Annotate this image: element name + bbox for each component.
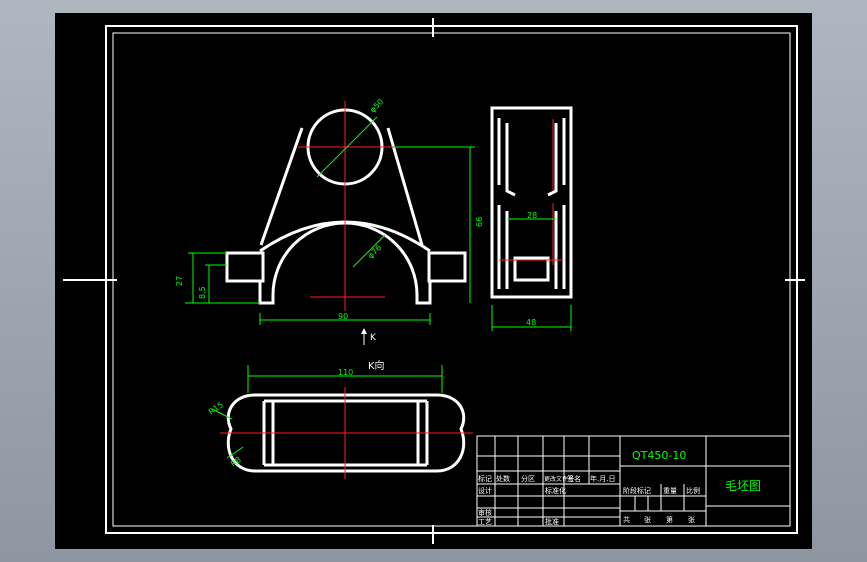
k-arrow: K — [361, 328, 377, 345]
k-arrow-label: K — [370, 333, 377, 343]
side-view — [490, 106, 573, 299]
dim-k-width: 110 — [338, 368, 353, 377]
tb-sheet-no: 第 — [666, 515, 673, 524]
tb-stage-mark: 阶段标记 — [623, 486, 651, 495]
tb-sheet-unit-2: 张 — [688, 515, 695, 524]
tb-zone: 分区 — [521, 474, 535, 483]
dim-total-height: 66 — [475, 217, 484, 227]
side-view-centerlines — [499, 119, 563, 265]
tb-process: 工艺 — [478, 518, 492, 526]
dim-top-hole: φ50 — [368, 97, 385, 114]
tb-count: 处数 — [496, 474, 510, 483]
tb-design: 设计 — [478, 486, 492, 495]
tb-standardize: 标准化 — [545, 486, 566, 495]
tb-date: 年.月.日 — [590, 474, 615, 483]
tb-review: 审核 — [478, 508, 492, 517]
front-view — [225, 108, 467, 305]
dim-side-inner: 28 — [527, 211, 537, 220]
dim-side-width: 48 — [526, 318, 536, 327]
tb-mark: 标记 — [478, 474, 492, 483]
tb-change-doc: 更改文件号 — [544, 475, 574, 483]
cad-drawing: φ50 66 27 8.5 φ76 90 K 28 48 K向 — [63, 18, 805, 544]
tb-sheet-total: 共 — [623, 515, 630, 524]
tb-weight: 重量 — [663, 487, 677, 495]
dim-bottom-width: 90 — [338, 312, 348, 321]
tb-scale: 比例 — [686, 486, 700, 495]
side-view-dimensions — [491, 218, 572, 331]
dim-foot-inner: 8.5 — [198, 286, 207, 299]
drawing-title: 毛坯图 — [725, 479, 761, 493]
k-view-label: K向 — [368, 359, 385, 372]
tb-sign: 签名 — [567, 474, 581, 483]
drawing-sheet: φ50 66 27 8.5 φ76 90 K 28 48 K向 — [55, 13, 812, 549]
tb-sheet-unit-1: 张 — [644, 515, 651, 524]
front-view-dimensions — [185, 116, 475, 325]
material-label: QT450-10 — [632, 449, 686, 462]
title-block — [476, 435, 791, 527]
k-view-centerlines — [220, 387, 473, 479]
dim-arc: φ76 — [366, 243, 383, 260]
tb-approve: 批准 — [545, 517, 559, 526]
dim-foot-height: 27 — [175, 276, 184, 286]
k-view-dimensions — [211, 365, 443, 459]
